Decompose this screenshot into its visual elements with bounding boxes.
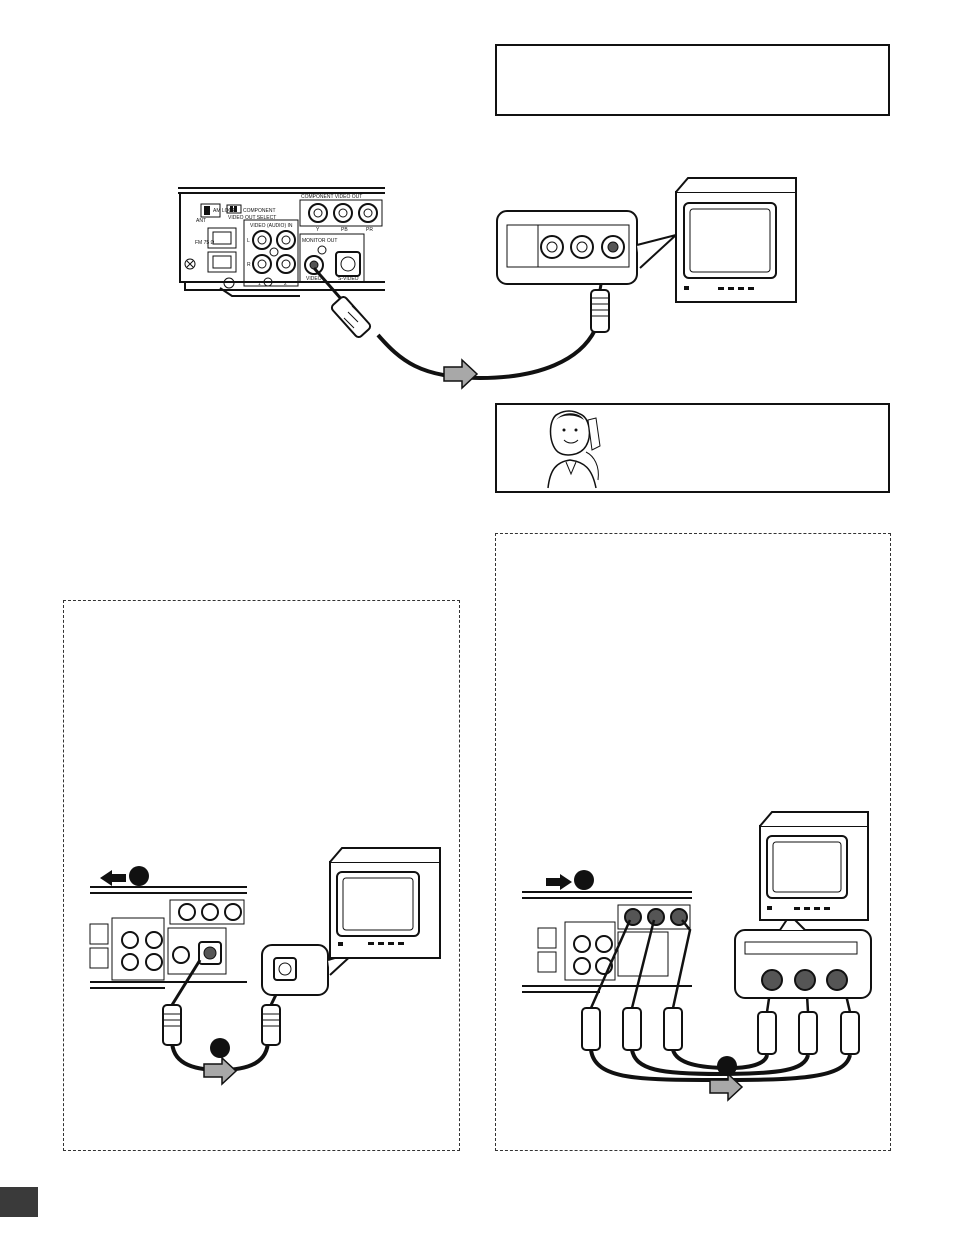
- receiver-rear-panel-icon: AM LOOP ANT FM 75 Ω COMPONENT VIDEO OUT …: [178, 187, 385, 297]
- r-label: R: [247, 262, 251, 268]
- video-jack-label: VIDEO: [306, 276, 322, 282]
- pb-label: PB: [341, 227, 348, 233]
- pr-label: PR: [366, 227, 373, 233]
- input-2-label: 2: [284, 281, 287, 287]
- right-dashed-panel: [495, 533, 891, 1151]
- component-video-out-label: COMPONENT VIDEO OUT: [301, 194, 362, 200]
- direction-arrow-icon: [443, 358, 479, 390]
- component-label: COMPONENT: [243, 208, 276, 214]
- tv-input-jacks-callout: [496, 210, 677, 285]
- video-audio-in-label: VIDEO (AUDIO) IN: [250, 223, 293, 229]
- video-out-select-label: VIDEO OUT SELECT: [228, 215, 276, 221]
- s-video-jack-label: S-VIDEO: [338, 276, 359, 282]
- page-number-tab: [0, 1187, 38, 1217]
- tv-monitor-icon: [675, 177, 797, 303]
- y-label: Y: [316, 227, 320, 233]
- video-cable-icon: [312, 261, 610, 390]
- monitor-out-label: MONITOR OUT: [302, 238, 337, 244]
- am-loop-label: AM LOOP: [213, 208, 236, 214]
- note-box: [495, 44, 890, 116]
- l-label: L: [247, 238, 250, 244]
- fm-label: FM 75 Ω: [195, 240, 215, 246]
- ant-label: ANT: [196, 218, 206, 224]
- main-connection-illustration: AM LOOP ANT FM 75 Ω COMPONENT VIDEO OUT …: [178, 177, 797, 489]
- input-1-label: 1: [258, 281, 261, 287]
- person-on-phone-icon: [547, 410, 601, 489]
- left-dashed-panel: [63, 600, 460, 1151]
